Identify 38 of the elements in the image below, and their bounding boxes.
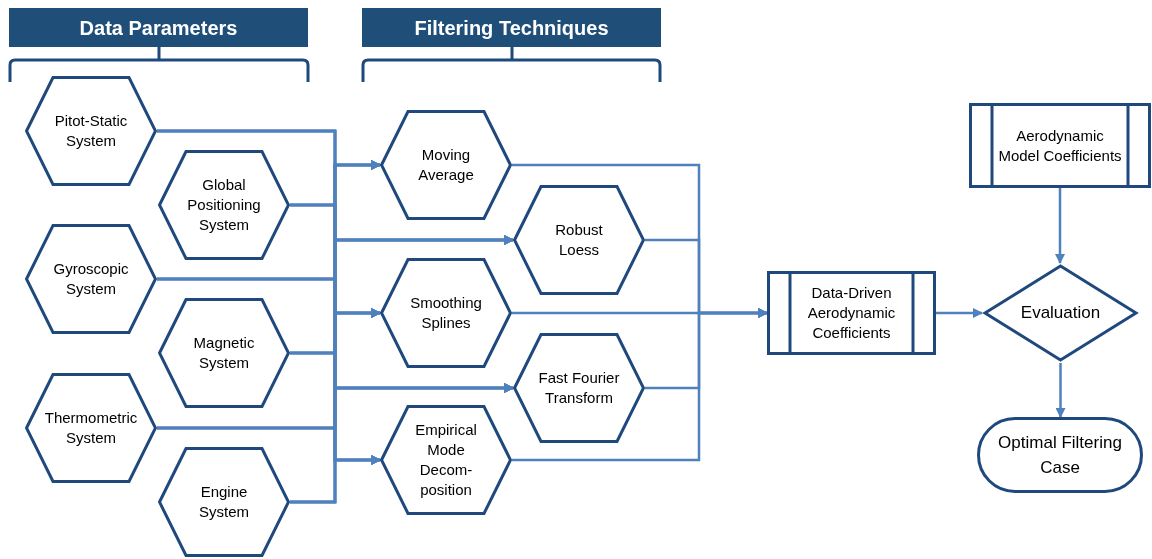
node-label: Fast Fourier Transform <box>537 368 621 408</box>
node-label: Robust Loess <box>554 220 604 260</box>
node-label: Aerodynamic Model Coefficients <box>997 125 1123 166</box>
node-label: Engine System <box>198 482 250 522</box>
header-text: Filtering Techniques <box>414 15 609 41</box>
process-box <box>969 103 1151 188</box>
section-header <box>9 8 308 47</box>
hexagon-node <box>25 224 157 334</box>
node-label: Gyroscopic System <box>52 259 130 299</box>
arrow <box>1055 188 1065 264</box>
arrow <box>290 455 381 504</box>
node-label: Evaluation <box>1020 302 1101 325</box>
node-label: Magnetic System <box>192 333 256 373</box>
hexagon-node <box>380 110 512 220</box>
hexagon-node <box>513 333 645 443</box>
node-label: Data-Driven Aerodynamic Coefficients <box>806 283 897 343</box>
node-label: Global Positioning System <box>186 175 262 235</box>
hexagon-node <box>25 373 157 483</box>
arrow <box>1055 363 1066 418</box>
process-box <box>767 271 936 355</box>
arrow <box>512 308 768 462</box>
hexagon-node <box>380 258 512 368</box>
node-label: Moving Average <box>417 145 475 185</box>
header-text: Data Parameters <box>79 15 238 41</box>
decision-diamond <box>982 263 1139 363</box>
hexagon-node <box>158 298 290 408</box>
hexagon-node <box>380 405 512 515</box>
hexagon-node <box>158 150 290 260</box>
node-label: Optimal Filtering Case <box>997 431 1123 479</box>
node-label: Empirical Mode Decom- position <box>414 420 478 500</box>
node-label: Smoothing Splines <box>409 293 483 333</box>
hexagon-node <box>158 447 290 557</box>
arrow <box>936 308 983 318</box>
section-header <box>362 8 661 47</box>
hexagon-node <box>513 185 645 295</box>
node-label: Thermometric System <box>44 408 138 448</box>
node-label: Pitot-Static System <box>53 111 129 151</box>
hexagon-node <box>25 76 157 186</box>
